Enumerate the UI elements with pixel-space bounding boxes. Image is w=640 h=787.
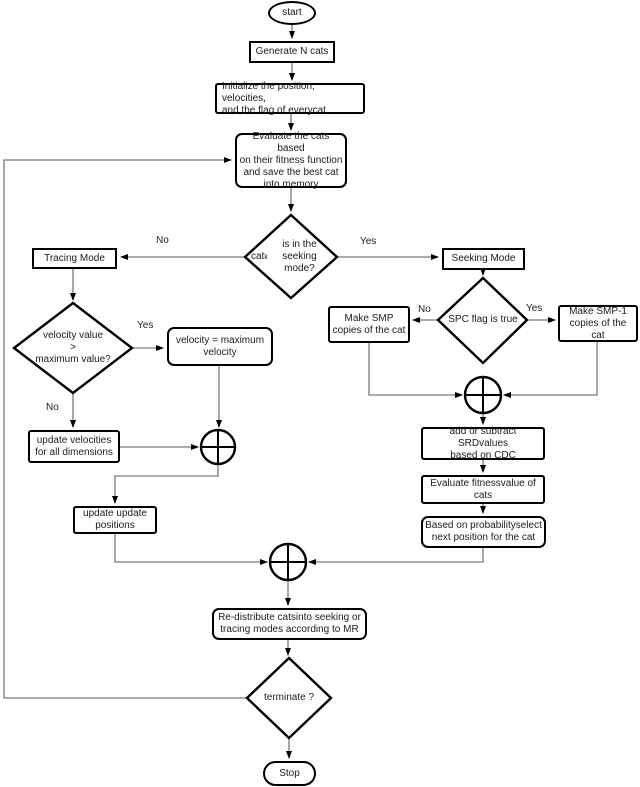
probability-select-node: Based on probabilityselect next position… bbox=[421, 516, 546, 548]
update-positions-node: update update positions bbox=[73, 506, 157, 534]
cat-decision-diamond bbox=[243, 213, 339, 300]
edge-label-spc-no: No bbox=[417, 304, 432, 315]
connectors bbox=[3, 25, 598, 759]
start-node: start bbox=[268, 1, 316, 25]
junction3-cross-icon bbox=[270, 544, 306, 580]
terminate-decision-diamond bbox=[245, 656, 333, 740]
evaluate-cats-node: Evaluate the cats based on their fitness… bbox=[235, 131, 347, 190]
redistribute-node: Re-distribute catsinto seeking or tracin… bbox=[212, 608, 367, 640]
edge-label-vel-no: No bbox=[45, 402, 60, 413]
seeking-mode-node: Seeking Mode bbox=[442, 248, 525, 270]
junction1-cross-icon bbox=[201, 430, 235, 464]
junction-crosses bbox=[201, 377, 501, 580]
srd-values-node: add or subtract SRDvalues based on CDC bbox=[421, 426, 545, 461]
velocity-decision-diamond bbox=[12, 301, 134, 395]
edge-junction1-updatepos bbox=[112, 464, 219, 504]
spc-decision-diamond bbox=[436, 276, 529, 365]
junction2-cross-icon bbox=[465, 377, 501, 413]
edge-probability-junction3 bbox=[308, 548, 484, 565]
edge-makesmp1-junction2 bbox=[503, 342, 598, 398]
edge-label-cat-no: No bbox=[155, 235, 170, 246]
edge-label-cat-yes: Yes bbox=[359, 236, 378, 247]
generate-cats-node: Generate N cats bbox=[249, 41, 335, 63]
stop-node: Stop bbox=[263, 761, 316, 786]
make-smp-copies-node: Make SMP copies of the cat bbox=[328, 306, 410, 343]
edge-terminate-feedback-evaluate bbox=[3, 157, 247, 699]
edge-updatepos-junction3 bbox=[114, 534, 268, 565]
velocity-max-node: velocity = maximum velocity bbox=[167, 327, 273, 366]
make-smp1-copies-node: Make SMP-1 copies of the cat bbox=[558, 305, 638, 342]
initialize-node: Initialize the position, velocities, and… bbox=[215, 81, 365, 116]
edge-makesmp-junction2 bbox=[368, 343, 463, 398]
tracing-mode-node: Tracing Mode bbox=[32, 248, 117, 269]
edge-label-spc-yes: Yes bbox=[525, 303, 544, 314]
decision-shapes bbox=[12, 213, 529, 740]
edge-label-vel-yes: Yes bbox=[136, 320, 155, 331]
evaluate-fitness-node: Evaluate fitnessvalue of cats bbox=[421, 475, 545, 504]
update-velocities-node: update velocities for all dimensions bbox=[28, 430, 120, 463]
